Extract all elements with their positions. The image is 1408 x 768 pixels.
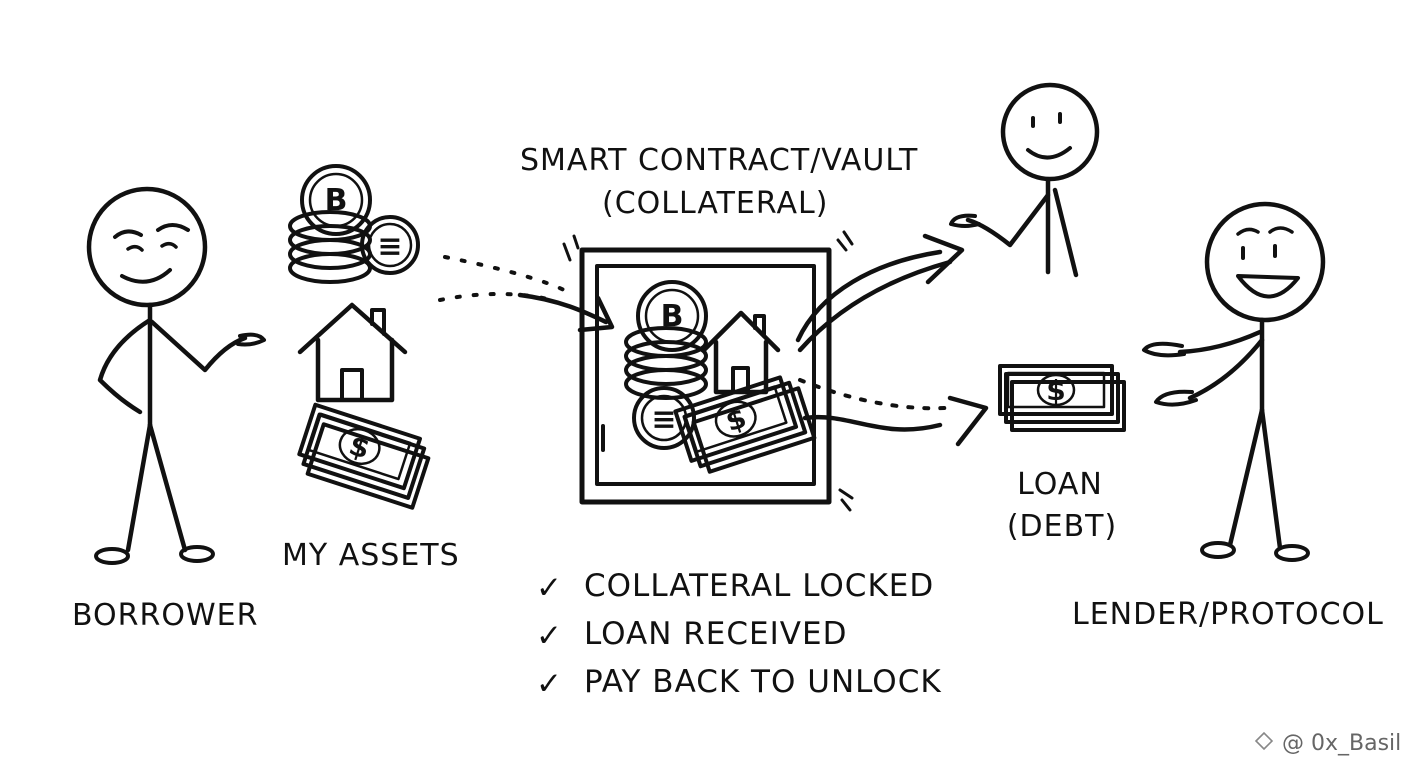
- lender-label: LENDER/PROTOCOL: [1072, 597, 1384, 632]
- vault-money-stack-icon: $: [673, 371, 817, 479]
- money-stack-icon: $: [292, 402, 436, 510]
- borrower-figure: [86, 186, 266, 565]
- loan-sublabel: (DEBT): [1007, 509, 1117, 544]
- borrower-label: BORROWER: [72, 598, 258, 633]
- svg-text:B: B: [661, 299, 684, 334]
- checklist-item: ✓ COLLATERAL LOCKED: [536, 568, 934, 606]
- svg-text:≡: ≡: [377, 229, 402, 264]
- vault-ethena-coin-icon: ≡: [632, 386, 696, 450]
- vault-bitcoin-coin-icon: B: [624, 280, 708, 400]
- loan-money-icon: $: [998, 364, 1126, 432]
- arrow-to-lender: [795, 233, 965, 353]
- loan-label: LOAN: [1017, 467, 1103, 502]
- svg-text:≡: ≡: [651, 402, 676, 437]
- watermark: @ 0x_Basil: [1254, 731, 1401, 756]
- checklist-item: ✓ PAY BACK TO UNLOCK: [536, 664, 942, 702]
- svg-text:$: $: [1046, 374, 1065, 407]
- vault-icon: [562, 230, 854, 512]
- check-icon: ✓: [536, 570, 563, 606]
- watermark-text: @ 0x_Basil: [1282, 731, 1401, 756]
- watermark-logo-icon: [1254, 731, 1274, 751]
- house-icon: [297, 302, 408, 403]
- vault-title: SMART CONTRACT/VAULT: [520, 143, 918, 178]
- dotted-arrow-icon: [438, 255, 615, 333]
- checklist: ✓ COLLATERAL LOCKED ✓ LOAN RECEIVED ✓ PA…: [536, 568, 942, 702]
- ethena-coin-icon: ≡: [360, 215, 420, 275]
- checklist-text: COLLATERAL LOCKED: [584, 568, 934, 604]
- checklist-text: LOAN RECEIVED: [584, 616, 847, 652]
- checklist-item: ✓ LOAN RECEIVED: [536, 616, 847, 654]
- my-assets-group: B ≡ $: [288, 164, 436, 510]
- check-icon: ✓: [536, 618, 563, 654]
- arrow-to-loan: [798, 378, 989, 447]
- my-assets-label: MY ASSETS: [282, 538, 460, 573]
- bitcoin-coin-icon: B: [288, 164, 372, 284]
- check-icon: ✓: [536, 666, 563, 702]
- lender-figure-top: [949, 82, 1100, 278]
- svg-text:B: B: [325, 183, 348, 218]
- checklist-text: PAY BACK TO UNLOCK: [584, 664, 942, 700]
- vault-subtitle: (COLLATERAL): [602, 186, 828, 221]
- lender-figure-right: [1142, 201, 1326, 562]
